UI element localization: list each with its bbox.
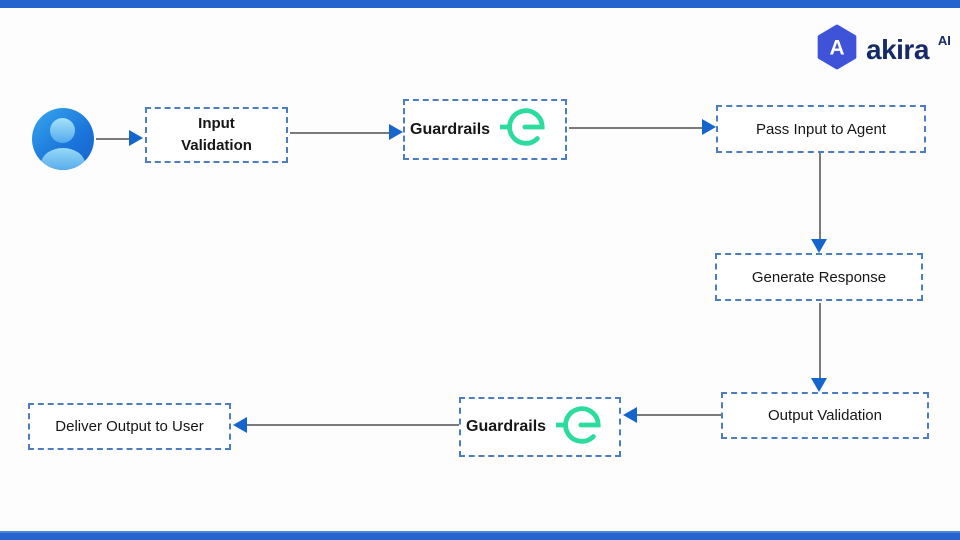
akira-hexagon-icon: A	[816, 24, 858, 75]
arrowhead-guardrails-to-pass-input	[702, 119, 716, 135]
input-validation-label-line1: Input	[198, 115, 235, 133]
avatar-head-shape	[50, 118, 75, 143]
arrow-line-generate-response-to-output-validation	[819, 303, 821, 378]
guardrails-logo-icon	[498, 104, 546, 155]
guardrails-output-label: Guardrails	[466, 418, 547, 435]
avatar-shoulders-shape	[41, 148, 85, 170]
deliver-output-label: Deliver Output to User	[55, 418, 204, 435]
generate-response-label: Generate Response	[751, 268, 887, 286]
input-validation-label-line2: Validation	[181, 137, 252, 154]
arrow-line-input-validation-to-guardrails	[290, 132, 389, 134]
arrow-line-output-validation-to-guardrails	[637, 414, 721, 416]
node-pass-input-to-agent: Pass Input to Agent	[716, 105, 926, 153]
akira-monogram: A	[829, 36, 844, 59]
arrowhead-user-to-input-validation	[129, 130, 143, 146]
node-generate-response: Generate Response	[715, 253, 923, 301]
brand-superscript: AI	[937, 33, 951, 48]
node-guardrails-input: Guardrails	[403, 99, 567, 160]
top-accent-bar	[0, 0, 960, 8]
node-guardrails-output: Guardrails	[459, 397, 621, 457]
arrow-line-guardrails-to-deliver-output	[247, 424, 459, 426]
node-output-validation: Output Validation	[721, 392, 929, 439]
arrowhead-input-validation-to-guardrails	[389, 124, 403, 140]
user-avatar-icon	[32, 108, 94, 170]
node-input-validation: Input Validation	[145, 107, 288, 163]
brand-wordmark: akira	[866, 33, 929, 65]
akira-ai-logo: A akira AI	[816, 24, 951, 75]
arrowhead-guardrails-to-deliver-output	[233, 417, 247, 433]
arrowhead-pass-input-to-generate-response	[811, 239, 827, 253]
pass-input-label: Pass Input to Agent	[755, 120, 887, 138]
arrow-line-pass-input-to-generate-response	[819, 153, 821, 239]
guardrails-logo-icon	[554, 402, 602, 453]
output-validation-label: Output Validation	[768, 407, 882, 424]
node-deliver-output-to-user: Deliver Output to User	[28, 403, 231, 450]
arrowhead-output-validation-to-guardrails	[623, 407, 637, 423]
bottom-accent-bar	[0, 531, 960, 540]
arrow-line-user-to-input-validation	[96, 138, 129, 140]
arrowhead-generate-response-to-output-validation	[811, 378, 827, 392]
guardrails-input-label: Guardrails	[410, 120, 491, 138]
arrow-line-guardrails-to-pass-input	[569, 127, 702, 129]
